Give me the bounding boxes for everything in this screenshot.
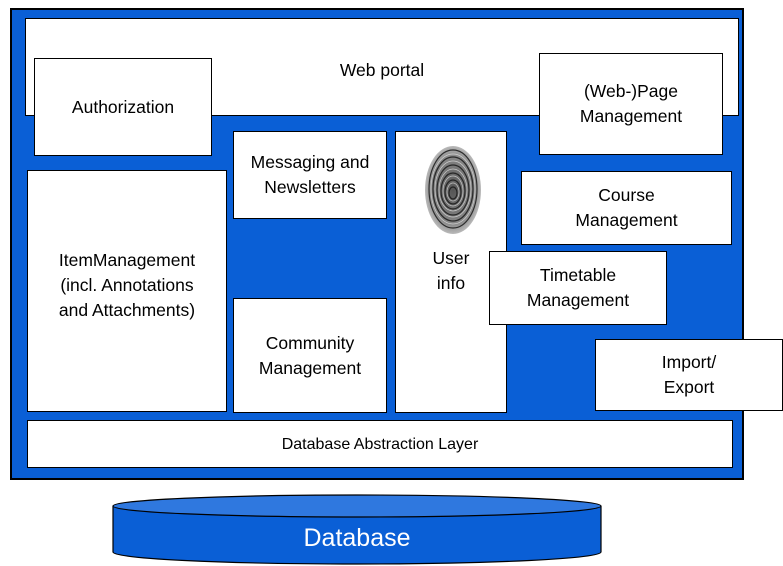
fingerprint-icon [425, 146, 481, 234]
user-info-label: User info [432, 248, 470, 293]
authorization-label: Authorization [71, 96, 175, 117]
database-cylinder [112, 494, 602, 565]
course-management-box: Course Management [521, 171, 732, 245]
authorization-box: Authorization [34, 58, 212, 156]
messaging-newsletters-label: Messaging and Newsletters [250, 152, 370, 197]
timetable-management-label: Timetable Management [526, 265, 630, 310]
database-abstraction-layer-label: Database Abstraction Layer [281, 435, 479, 453]
web-portal-label: Web portal [339, 60, 425, 80]
community-management-label: Community Management [258, 332, 362, 378]
import-export-label: Import/ Export [661, 352, 717, 397]
database-abstraction-layer-box: Database Abstraction Layer [27, 420, 733, 468]
web-page-management-box: (Web-)Page Management [539, 53, 723, 155]
web-page-management-label: (Web-)Page Management [579, 81, 683, 126]
messaging-newsletters-box: Messaging and Newsletters [233, 131, 387, 219]
import-export-box: Import/ Export [595, 339, 783, 411]
course-management-label: Course Management [575, 185, 678, 230]
database-label: Database [303, 524, 411, 552]
user-info-box: User info [395, 131, 507, 413]
timetable-management-box: Timetable Management [489, 251, 667, 325]
community-management-box: Community Management [233, 298, 387, 413]
item-management-box: ItemManagement (incl. Annotations and At… [27, 170, 227, 412]
item-management-label: ItemManagement (incl. Annotations and At… [58, 249, 196, 320]
